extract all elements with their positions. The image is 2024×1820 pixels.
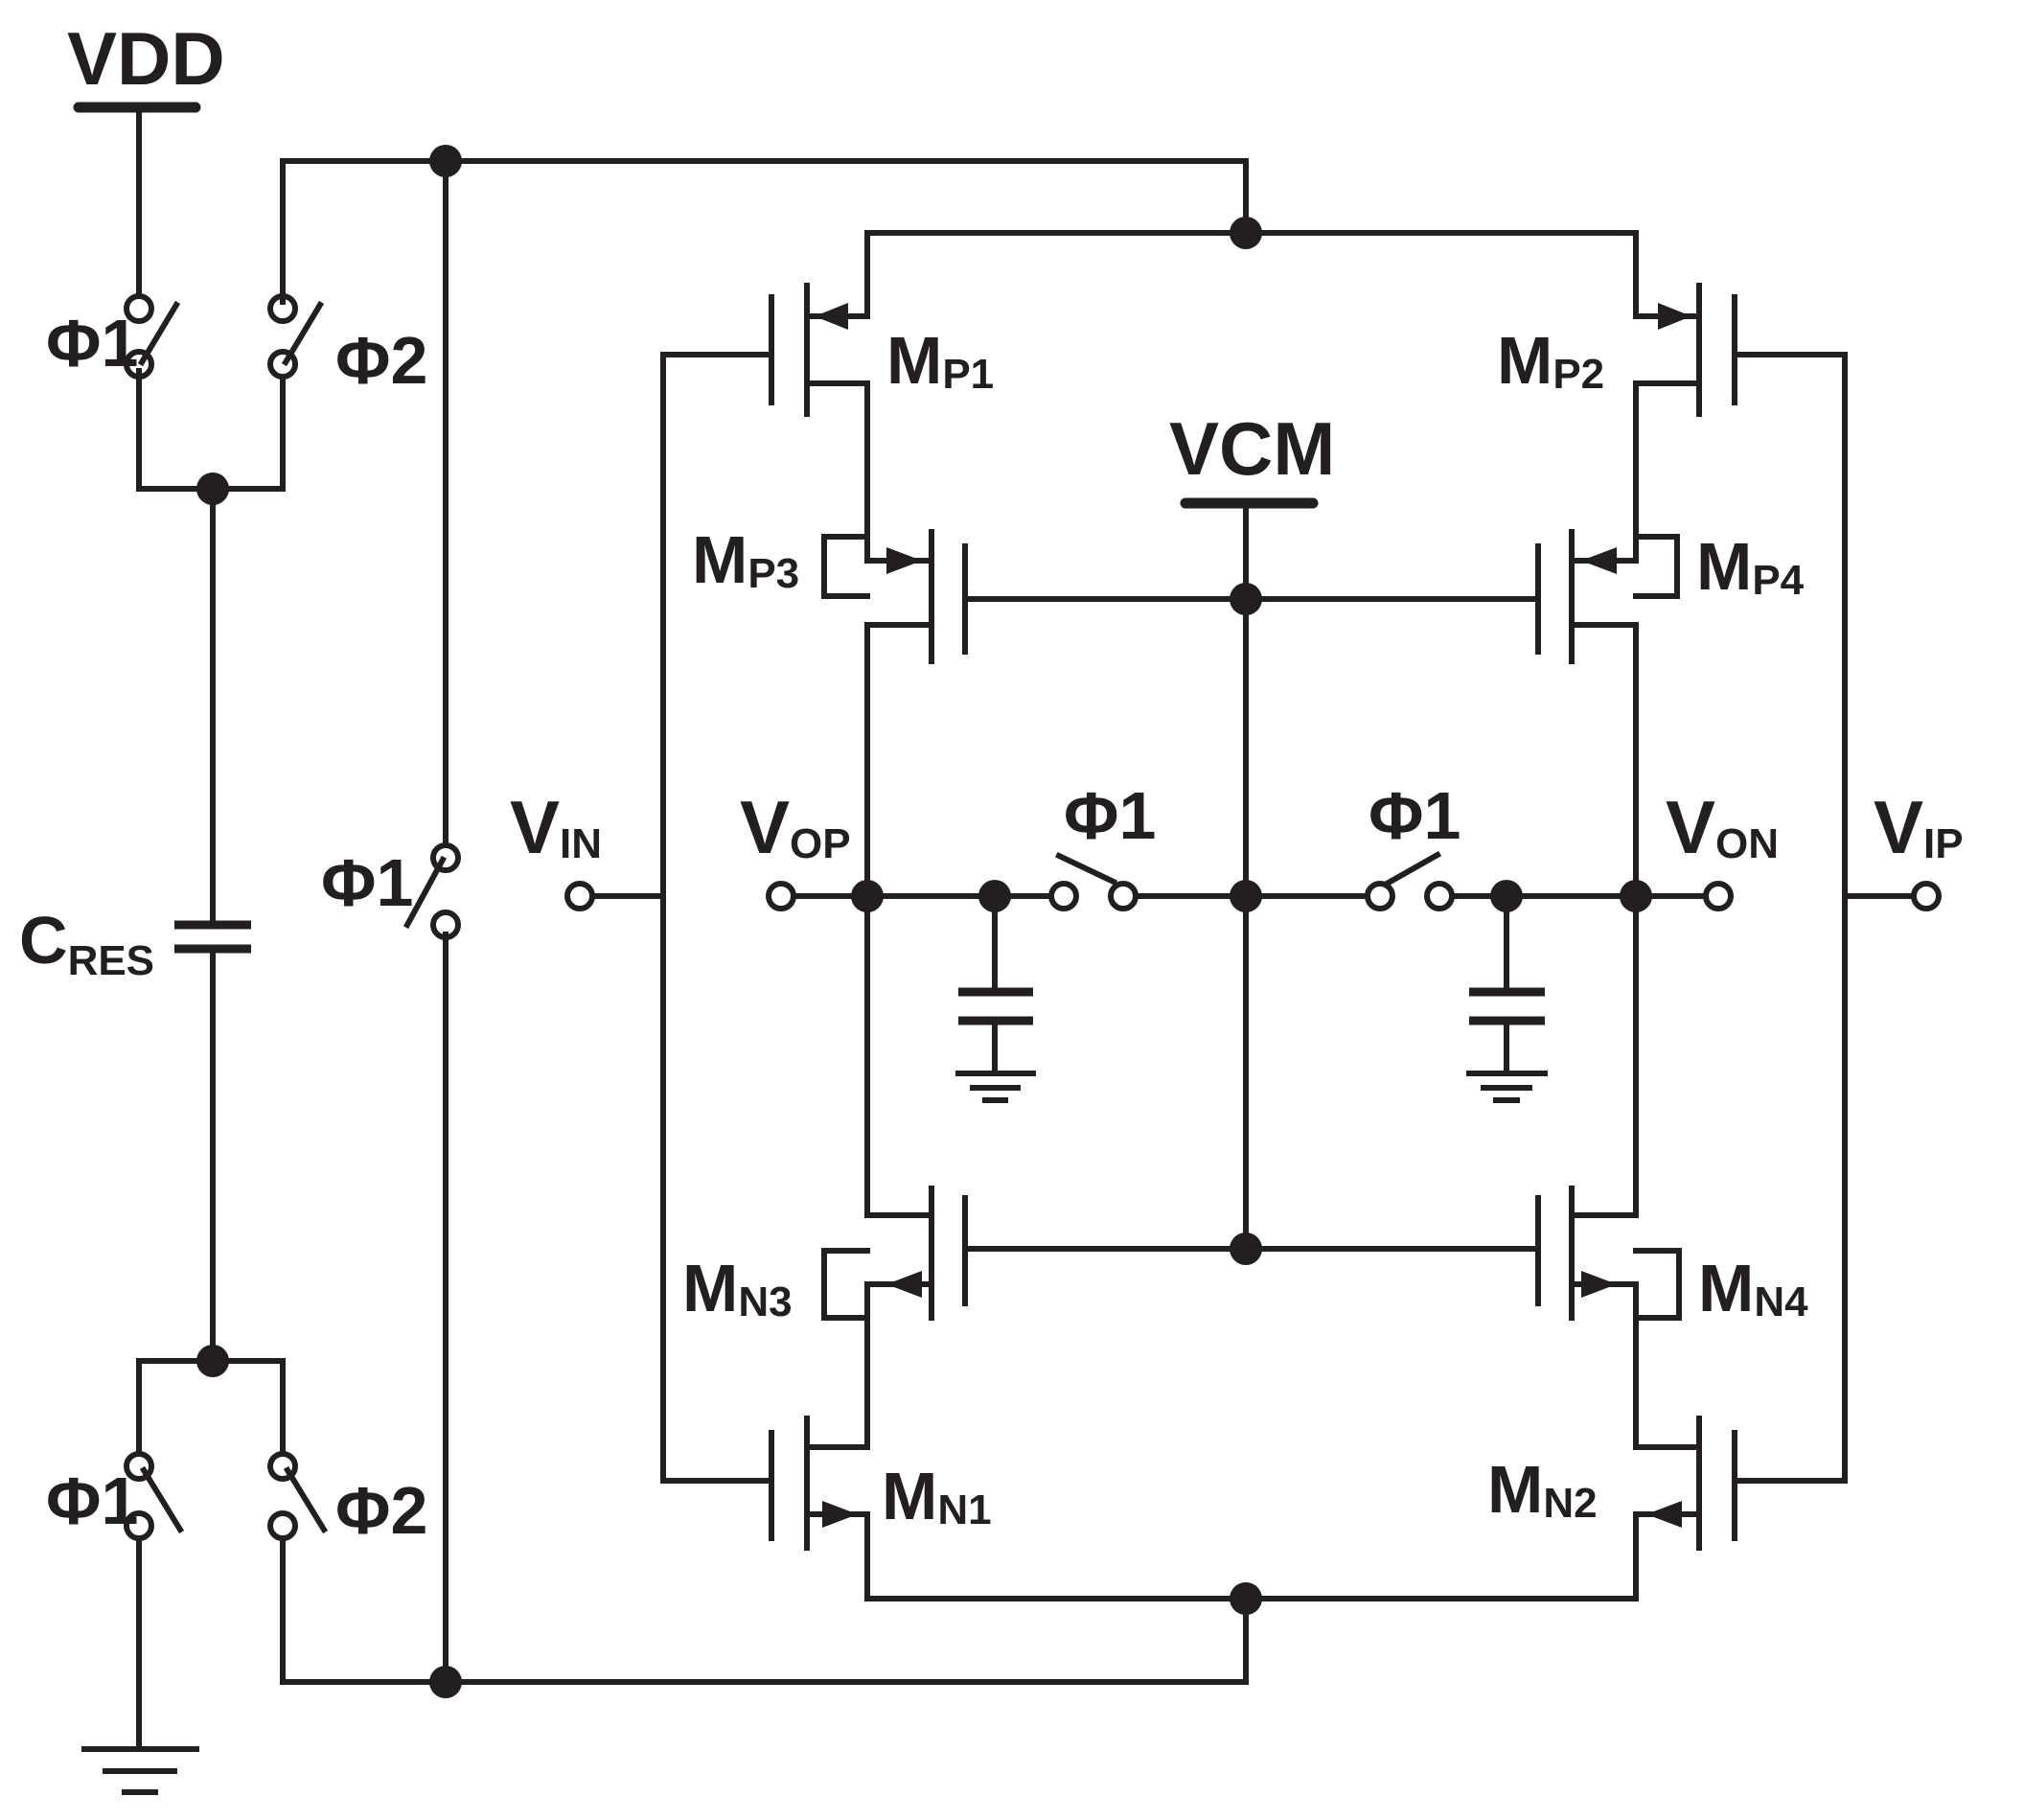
wire: [280, 158, 448, 305]
mp3-label: MP3: [692, 522, 799, 597]
sampling-capacitor-left: [955, 893, 1036, 1103]
wire: [280, 1535, 448, 1685]
phi1-label: Φ1: [46, 1463, 138, 1538]
junction-dot: [1230, 880, 1262, 912]
phi1-label: Φ1: [1064, 778, 1156, 853]
pmos-input-pair: MP1 MP2 MP3 MP4: [692, 217, 1805, 664]
junction-dot: [1230, 583, 1262, 615]
von-terminal: [1703, 881, 1734, 911]
vcm-label: VCM: [1169, 406, 1335, 491]
junction-dot: [196, 1345, 229, 1377]
mp4-label: MP4: [1696, 529, 1805, 604]
junction-dot: [1620, 880, 1652, 912]
transistor-mp3: [821, 529, 968, 664]
junction-dot: [1230, 217, 1262, 249]
mn2-label: MN2: [1487, 1452, 1598, 1527]
cres-label: CRES: [19, 903, 154, 984]
switch-phi2-bottom: [267, 1451, 329, 1541]
transistor-mp2: [1633, 283, 1737, 540]
vip-label: VIP: [1874, 785, 1964, 869]
switch-phi2-top: [267, 293, 325, 380]
von-label: VON: [1666, 785, 1779, 869]
phi1-label: Φ1: [321, 845, 413, 920]
phi2-label: Φ2: [335, 323, 427, 398]
switch-phi1-bus: [402, 842, 461, 940]
mp2-label: MP2: [1497, 323, 1604, 398]
switch-phi1-bottom: [124, 1451, 185, 1541]
wire-top-supply: [443, 158, 1249, 236]
wire-vip-column: [1732, 352, 1848, 1484]
transistor-mn1: [769, 1416, 870, 1601]
switch-phi1-left: [1048, 852, 1138, 911]
junction-dot: [429, 145, 462, 177]
vin-label: VIN: [510, 785, 602, 869]
vop-terminal: [766, 881, 796, 911]
reservoir-network: VDD Φ1 Φ2 CRES: [19, 16, 448, 1795]
phi1-label: Φ1: [1368, 778, 1460, 853]
junction-dot: [196, 472, 229, 505]
vcm-network: VCM: [962, 406, 1541, 1265]
mp1-label: MP1: [886, 323, 994, 398]
junction-dot: [851, 880, 884, 912]
switch-phi1-right: [1365, 850, 1455, 911]
phi2-label: Φ2: [335, 1473, 427, 1548]
wire-bottom-supply: [443, 1596, 1249, 1685]
phi1-label: Φ1: [46, 306, 138, 380]
ground-symbol: [81, 1746, 199, 1795]
junction-dot: [429, 1666, 462, 1698]
junction-dot: [1230, 1233, 1262, 1265]
transistor-mn2: [1633, 1416, 1737, 1601]
transistor-mn4: [1535, 1186, 1682, 1450]
transistor-mn3: [821, 1186, 968, 1450]
mn3-label: MN3: [682, 1251, 793, 1325]
sampling-capacitor-right: [1466, 893, 1548, 1103]
junction-dot: [1230, 1582, 1262, 1615]
wire: [136, 368, 286, 492]
transistor-mp4: [1535, 529, 1680, 664]
supply-bus: Φ1: [321, 145, 1249, 1698]
vin-terminal: [564, 881, 595, 911]
wire: [864, 230, 1639, 319]
vip-terminal: [1911, 881, 1942, 911]
vop-label: VOP: [740, 785, 851, 869]
transistor-mp1: [769, 230, 870, 540]
vdd-label: VDD: [67, 16, 225, 101]
mn1-label: MN1: [882, 1459, 992, 1533]
mn4-label: MN4: [1698, 1251, 1808, 1325]
output-row: VIN VOP Φ1: [510, 352, 1964, 1484]
switch-phi1-top: [124, 293, 181, 380]
nmos-input-pair: MN3 MN4 MN1 MN2: [682, 1186, 1808, 1615]
